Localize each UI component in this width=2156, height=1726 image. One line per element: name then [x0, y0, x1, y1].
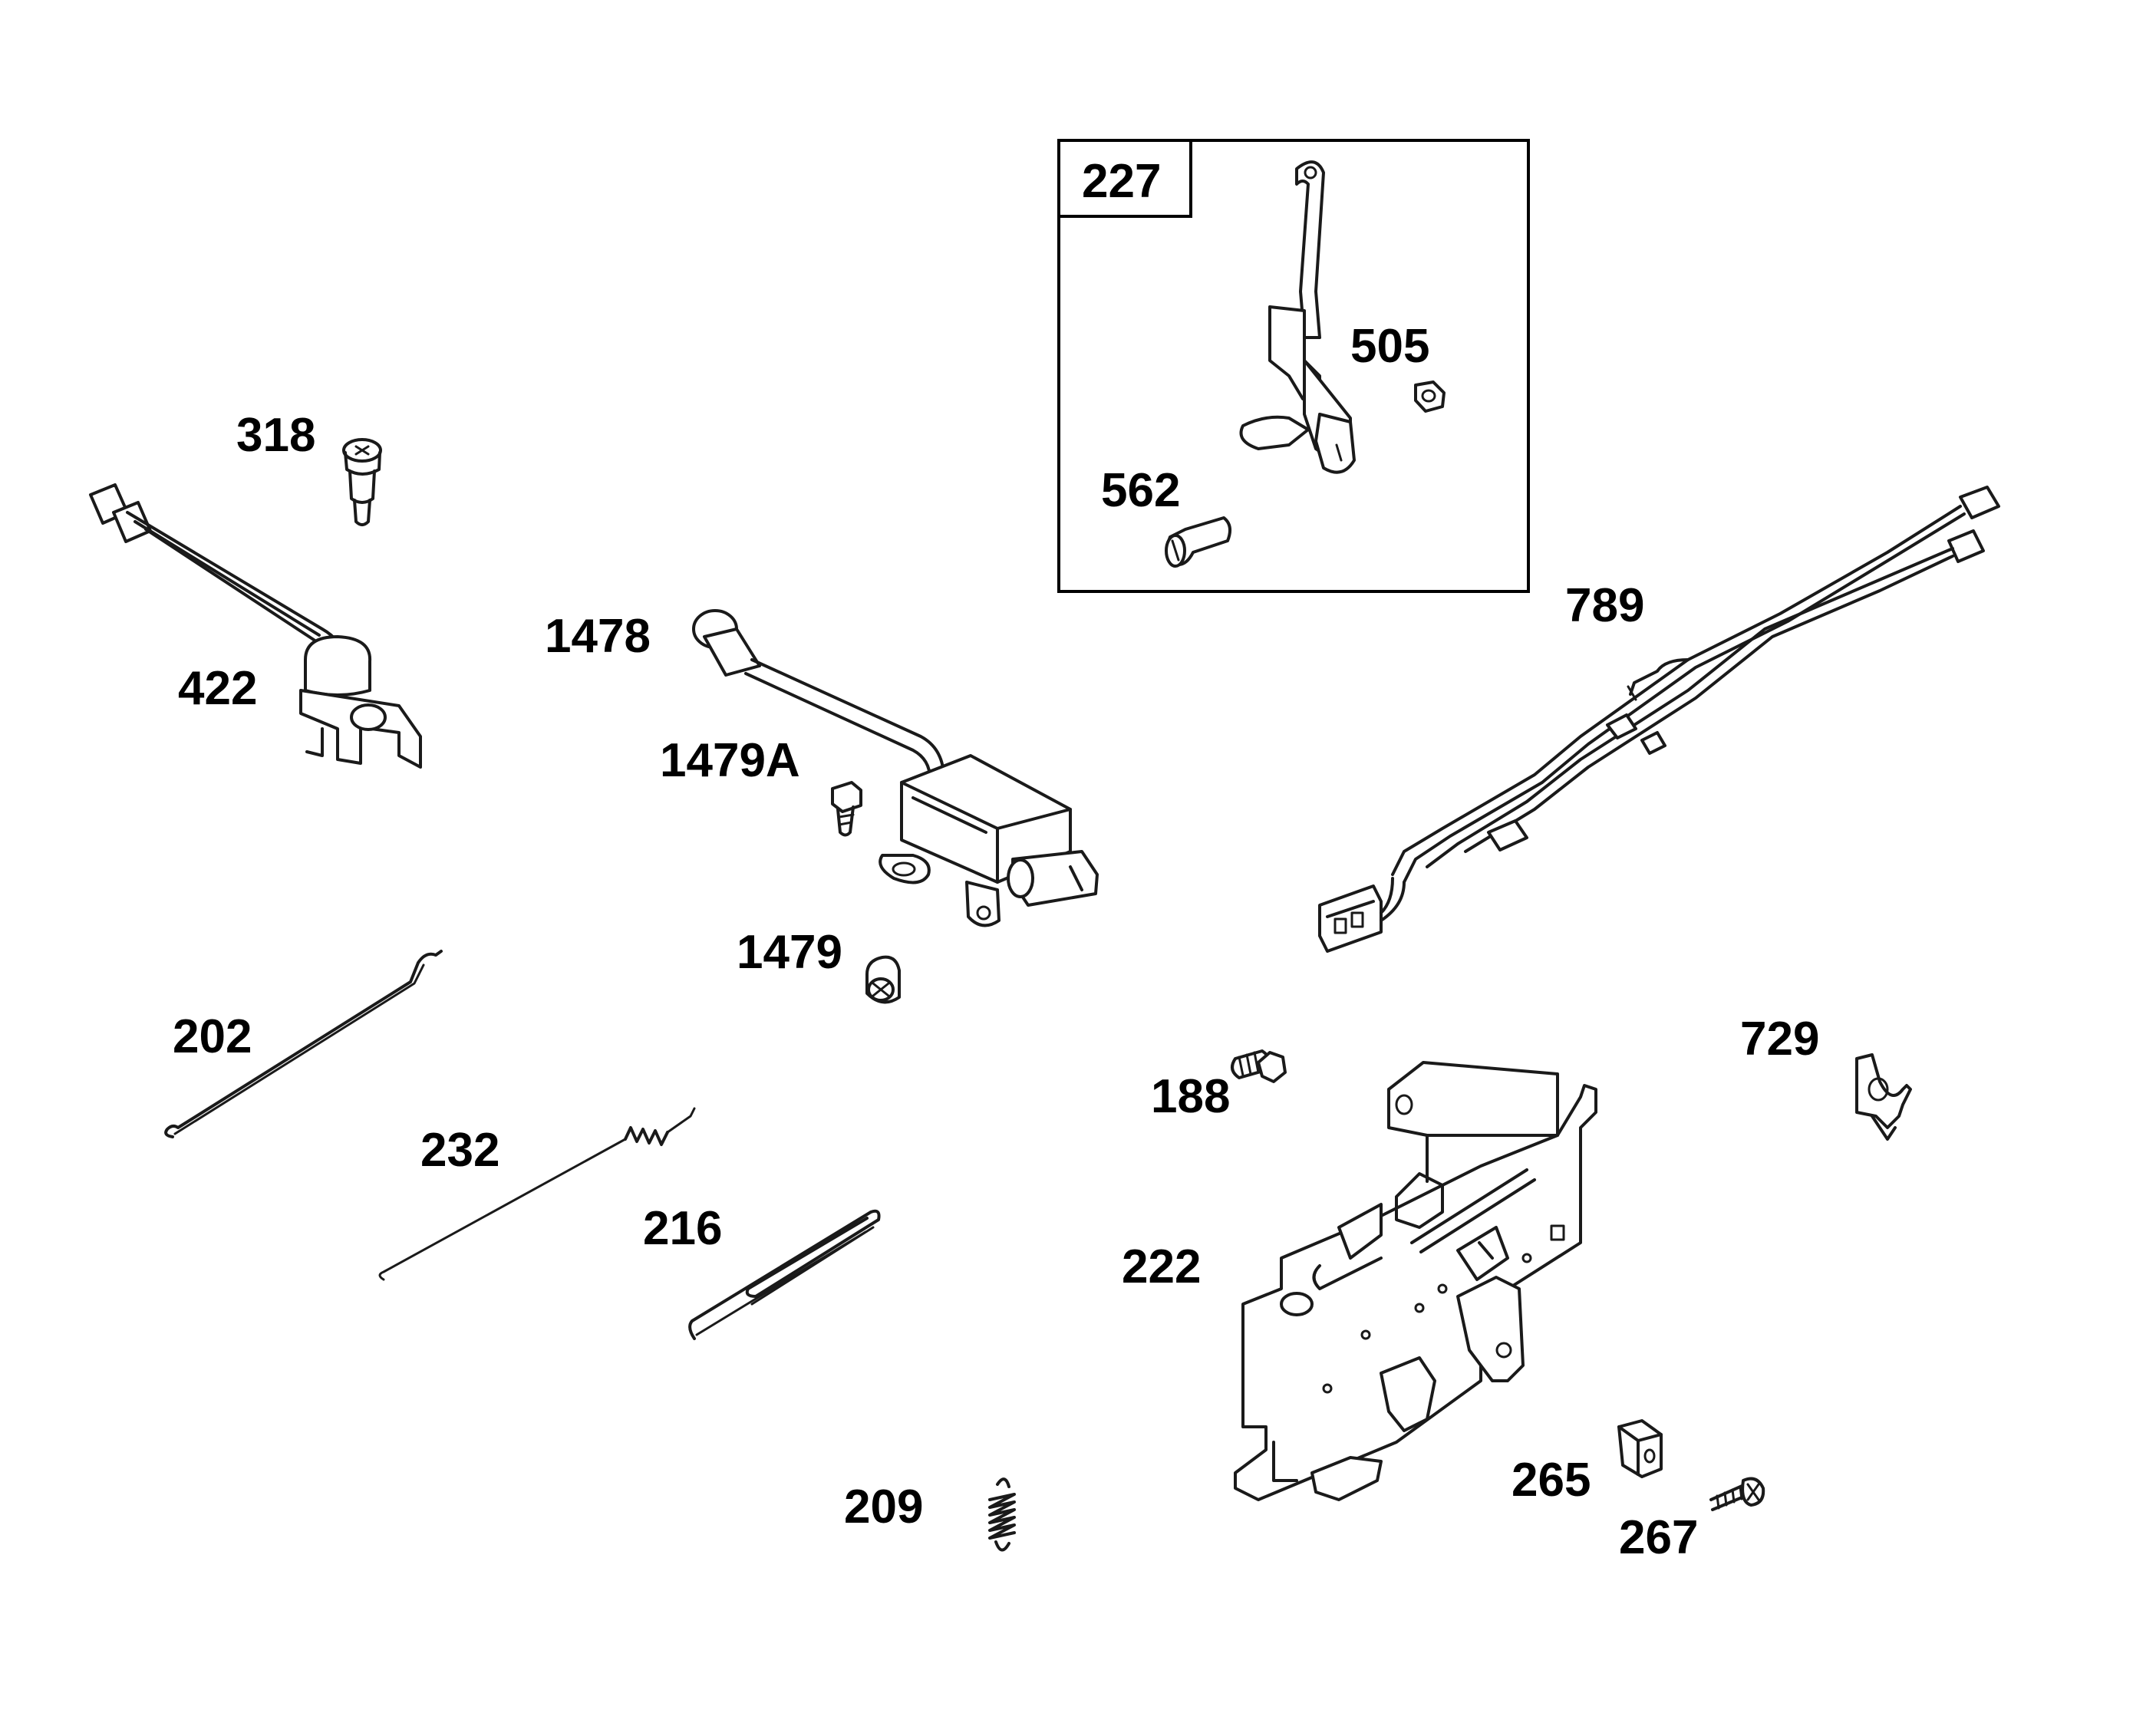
part-265-clamp [1617, 1419, 1663, 1478]
label-562: 562 [1101, 464, 1180, 517]
part-222-control-bracket [1234, 1061, 1597, 1501]
label-1478: 1478 [545, 610, 651, 663]
label-209: 209 [844, 1481, 923, 1533]
part-1479-cap [865, 955, 901, 1004]
part-216-choke-link [688, 1209, 881, 1340]
part-562-pin [1165, 516, 1232, 568]
part-729-clip [1855, 1053, 1912, 1141]
part-1479a-screw [831, 781, 862, 837]
part-318-bolt [342, 438, 382, 526]
part-227-governor-lever [1239, 160, 1356, 474]
part-209-spring [988, 1477, 1016, 1552]
label-188: 188 [1151, 1070, 1230, 1123]
label-318: 318 [236, 409, 315, 462]
part-267-screw [1709, 1477, 1765, 1511]
label-505: 505 [1350, 320, 1429, 373]
label-729: 729 [1740, 1013, 1819, 1066]
part-202-link-rod [164, 950, 443, 1138]
part-789-wiring-harness [1318, 486, 2000, 953]
label-1479a: 1479A [660, 734, 800, 787]
label-232: 232 [420, 1124, 499, 1177]
kit-box-227 [1057, 139, 1530, 593]
label-789: 789 [1565, 579, 1644, 632]
label-265: 265 [1512, 1454, 1591, 1507]
label-422: 422 [178, 662, 257, 715]
part-232-spring-rod [378, 1107, 696, 1281]
label-1479: 1479 [737, 926, 842, 979]
label-202: 202 [173, 1010, 252, 1063]
part-1478-solenoid [692, 609, 1099, 927]
label-216: 216 [643, 1202, 722, 1255]
label-222: 222 [1122, 1240, 1201, 1293]
part-188-bolt [1231, 1049, 1287, 1083]
label-267: 267 [1619, 1511, 1698, 1564]
part-422-wire-clip [89, 483, 422, 769]
label-227: 227 [1082, 155, 1161, 208]
part-505-nut [1414, 380, 1446, 413]
